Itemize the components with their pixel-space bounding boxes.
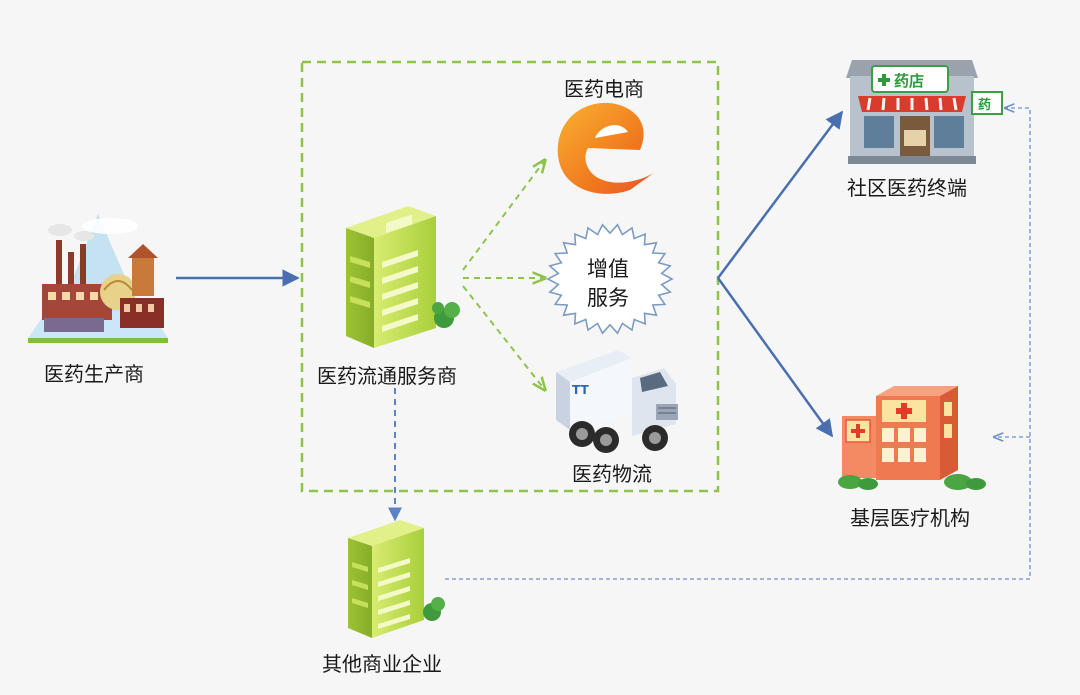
arrow-to-community-terminal <box>716 110 844 279</box>
ecommerce-logo-icon <box>557 102 655 194</box>
value-added-label-line2: 服务 <box>587 286 629 310</box>
building-icon <box>346 206 460 348</box>
dashed-path-other-enterprises <box>445 108 1031 580</box>
svg-text:TT: TT <box>572 383 589 397</box>
distributor-label: 医药流通服务商 <box>317 364 457 388</box>
pharmacy-icon: 药店 药 <box>846 60 1003 164</box>
ecommerce-label: 医药电商 <box>564 77 644 101</box>
community-terminal-label: 社区医药终端 <box>847 176 967 200</box>
hospital-icon <box>838 386 986 490</box>
truck-icon: TT <box>556 350 678 453</box>
pharmacy-sign-text: 药店 <box>894 72 924 90</box>
arrow-distributor-to-ecommerce <box>462 160 545 271</box>
arrow-to-grassroots-institution <box>716 277 834 438</box>
starburst-icon <box>546 223 674 335</box>
factory-icon <box>28 214 168 343</box>
other-enterprises-label: 其他商业企业 <box>322 652 442 676</box>
arrow-distributor-to-logistics <box>462 285 545 390</box>
logistics-label: 医药物流 <box>572 462 652 486</box>
grassroots-institution-label: 基层医疗机构 <box>850 506 970 530</box>
plus-icon <box>878 74 890 86</box>
pharmacy-side-sign-text: 药 <box>978 97 991 113</box>
manufacturer-label: 医药生产商 <box>44 362 144 386</box>
value-added-label-line1: 增值 <box>587 257 629 281</box>
building-icon-other-enterprises <box>348 520 445 638</box>
